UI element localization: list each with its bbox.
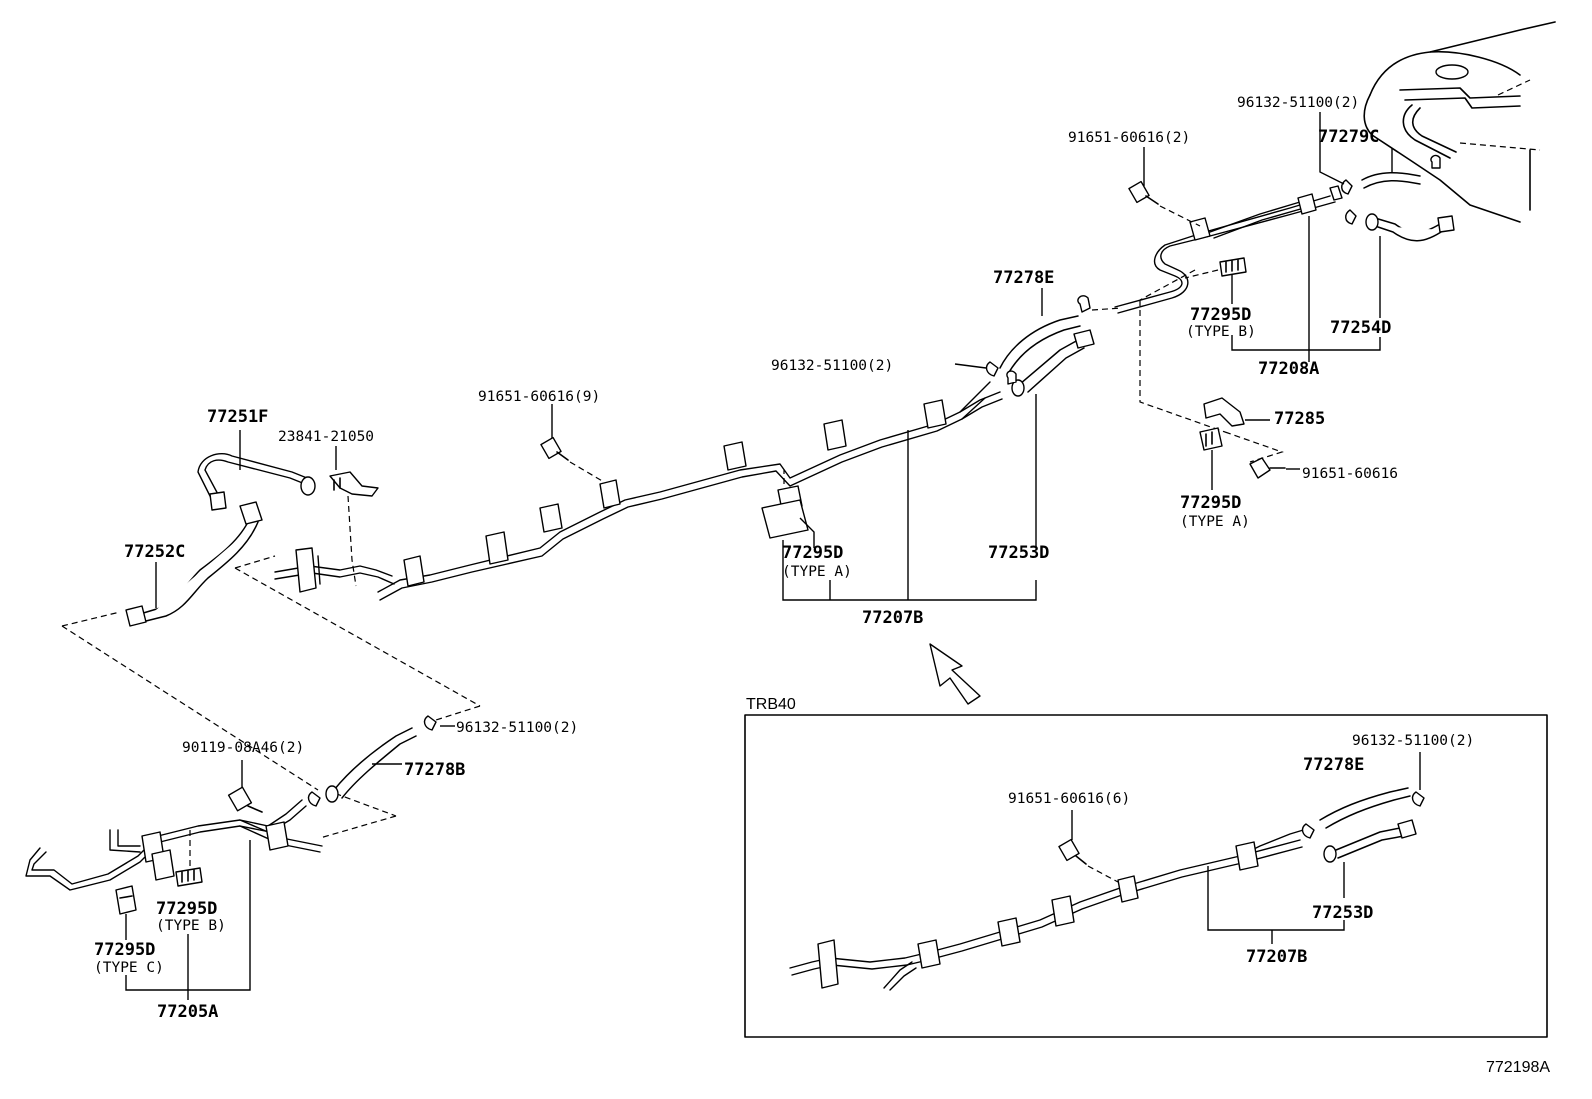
hose-77278E xyxy=(999,315,1081,375)
inset-trb40 xyxy=(744,714,1548,1038)
clamp-77295D-type-a-mid xyxy=(761,470,815,548)
hose-clips-top xyxy=(1341,154,1441,225)
leaders-77205A xyxy=(125,840,251,1000)
arrow-to-inset xyxy=(929,643,981,705)
leaders-77251F xyxy=(239,430,337,470)
bracket-77285 xyxy=(1203,397,1270,427)
label-90119-08A46: 90119-08A46(2) xyxy=(182,740,304,756)
label-77295D-type-b-low: 77295D xyxy=(156,899,217,919)
clamp-77295D-type-b-top xyxy=(1184,257,1247,279)
label-77252C: 77252C xyxy=(124,542,185,562)
dashed-connection-lines xyxy=(61,269,1284,839)
label-96132-51100-top: 96132-51100(2) xyxy=(1237,95,1359,111)
hose-77278B xyxy=(325,727,417,803)
clip-right-of-77278E xyxy=(1077,295,1123,313)
label-91651-60616-2: 91651-60616(2) xyxy=(1068,130,1190,146)
label-77207B: 77207B xyxy=(862,608,923,628)
label-77295D-type-c: 77295D xyxy=(94,940,155,960)
label-91651-60616-single: 91651-60616 xyxy=(1302,466,1398,482)
label-77278B: 77278B xyxy=(404,760,465,780)
bolt-91651-mid xyxy=(540,404,605,483)
clamp-77295D-type-b-low xyxy=(175,830,203,887)
label-77295D-type-b-top: 77295D xyxy=(1190,305,1251,325)
inset-label-96132-51100: 96132-51100(2) xyxy=(1352,733,1474,749)
inset-label-77253D: 77253D xyxy=(1312,903,1373,923)
tube-assembly-77208A xyxy=(1114,185,1343,314)
label-type-c: (TYPE C) xyxy=(94,960,164,976)
leaders-upper xyxy=(1041,112,1393,362)
label-77208A: 77208A xyxy=(1258,359,1319,379)
label-77205A: 77205A xyxy=(157,1002,218,1022)
inset-label-77278E: 77278E xyxy=(1303,755,1364,775)
clip-96132-low xyxy=(423,715,455,731)
label-96132-51100-mid: 96132-51100(2) xyxy=(771,358,893,374)
clip-96132-mid xyxy=(954,361,999,377)
tube-77251F xyxy=(197,453,316,511)
hose-77254D xyxy=(1365,213,1455,242)
label-77295D-type-a-right: 77295D xyxy=(1180,493,1241,513)
inset-label-91651-60616-6: 91651-60616(6) xyxy=(1008,791,1130,807)
bolt-90119-08A46 xyxy=(227,760,263,813)
label-77251F: 77251F xyxy=(207,407,268,427)
tube-assembly-77207B xyxy=(274,381,1003,601)
clamp-77295D-type-c xyxy=(115,885,137,940)
inset-label-77207B: 77207B xyxy=(1246,947,1307,967)
label-type-a-right: (TYPE A) xyxy=(1180,514,1250,530)
label-77253D: 77253D xyxy=(988,543,1049,563)
bolt-91651-right xyxy=(1249,457,1300,479)
label-77295D-type-a-mid: 77295D xyxy=(782,543,843,563)
hose-77279C xyxy=(1361,172,1421,189)
inset-title: TRB40 xyxy=(746,696,796,713)
label-77285: 77285 xyxy=(1274,409,1325,429)
label-77279C: 77279C xyxy=(1318,127,1379,147)
label-type-b-low: (TYPE B) xyxy=(156,918,226,934)
tube-clamps-77207B xyxy=(295,399,947,593)
fuel-tank-outline xyxy=(1363,21,1556,223)
label-23841-21050: 23841-21050 xyxy=(278,429,374,445)
hose-77253D xyxy=(1011,329,1095,397)
clip-near-77253D xyxy=(1006,370,1017,385)
label-91651-60616-9: 91651-60616(9) xyxy=(478,389,600,405)
bolt-91651-top xyxy=(1128,180,1201,227)
label-type-b-top: (TYPE B) xyxy=(1186,324,1256,340)
tube-clamps-77205A xyxy=(141,821,289,881)
connector-23841-21050 xyxy=(329,471,379,587)
hose-77252C xyxy=(125,501,263,627)
label-96132-51100-low: 96132-51100(2) xyxy=(456,720,578,736)
clip-near-77278B xyxy=(307,791,321,807)
label-77278E: 77278E xyxy=(993,268,1054,288)
figure-code: 772198A xyxy=(1486,1059,1550,1076)
clamp-77295D-type-a-right xyxy=(1199,427,1223,490)
leaders-77207B xyxy=(782,394,1037,601)
label-77254D: 77254D xyxy=(1330,318,1391,338)
label-type-a-mid: (TYPE A) xyxy=(782,564,852,580)
